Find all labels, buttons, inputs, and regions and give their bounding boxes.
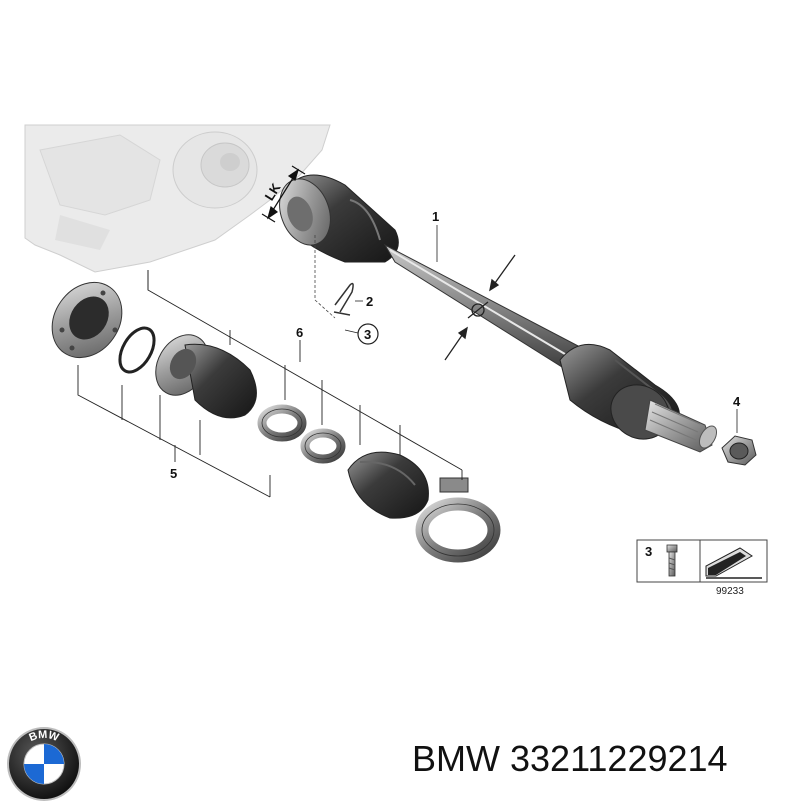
callout-3-circle: [357, 323, 379, 345]
hex-nut: [721, 435, 757, 466]
part-caption: BMW 33211229214: [412, 738, 728, 780]
diameter-arrows: [444, 254, 516, 361]
callout-1: 1: [432, 209, 439, 224]
drive-shaft-assembly: [279, 174, 718, 453]
callout-6: 6: [296, 325, 303, 340]
callout-5: 5: [170, 466, 177, 481]
outer-joint-boot: [347, 451, 429, 519]
boot-clamp-small-1: [257, 404, 307, 442]
callout-3: 3: [364, 327, 371, 342]
group-brackets: [77, 270, 463, 498]
callout-2: 2: [366, 294, 373, 309]
leader-lines-solid: [344, 225, 738, 433]
inner-joint-boot: [155, 334, 257, 419]
bmw-logo: BMW: [7, 727, 81, 801]
differential-housing: [24, 124, 331, 273]
boot-clamp-large: [415, 477, 501, 563]
brand-name: BMW: [412, 738, 500, 779]
legend-item-number: 3: [645, 544, 652, 559]
lk-dimension: [261, 165, 306, 223]
logo-letters: BMW: [27, 729, 60, 744]
legend-ref-number: 99233: [716, 586, 744, 597]
joint-cover-flange: [51, 281, 123, 359]
legend-box: 3 99233: [636, 539, 768, 597]
wrench-arrow-icon: [705, 547, 762, 579]
boot-clamp-small-2: [300, 428, 346, 464]
part-number: 33211229214: [510, 738, 728, 779]
callout-4: 4: [733, 394, 741, 409]
bolt-icon: [666, 544, 678, 577]
leader-lines: [314, 235, 336, 319]
circlip: [118, 326, 156, 374]
retaining-clip: [333, 282, 354, 316]
